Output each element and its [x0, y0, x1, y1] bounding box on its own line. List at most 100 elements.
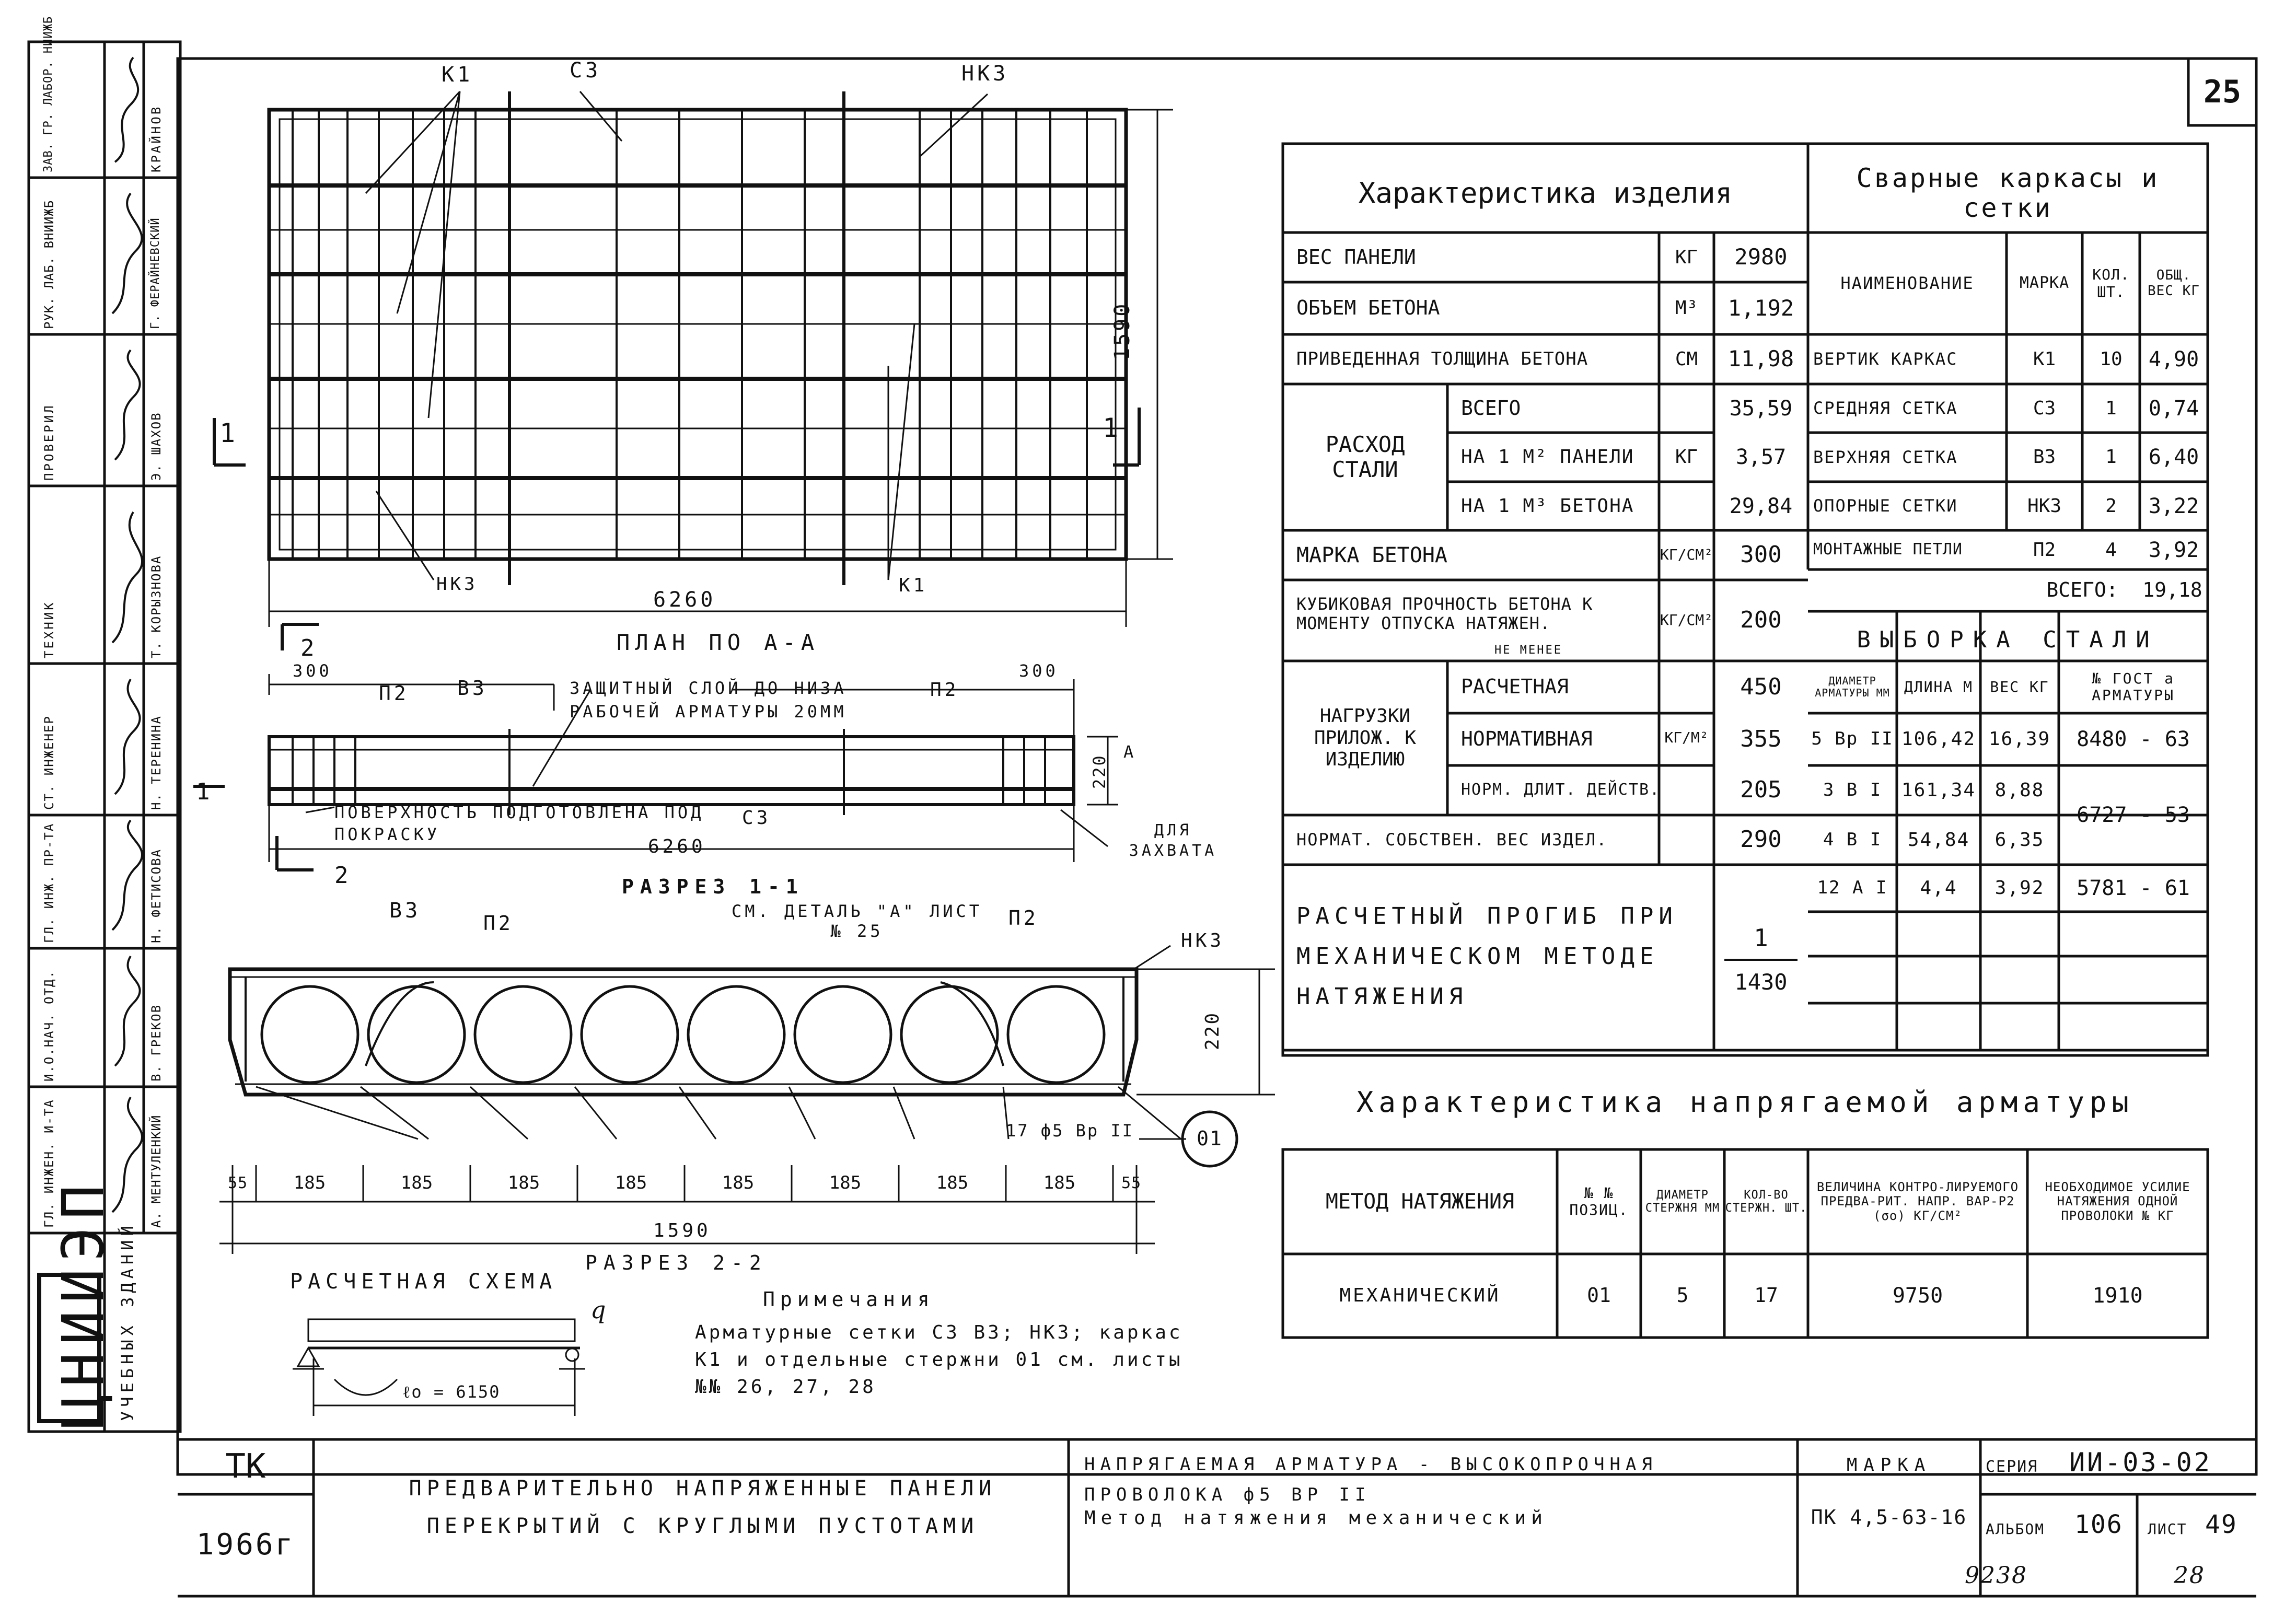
tensioned-header-method: МЕТОД НАТЯЖЕНИЯ [1325, 1190, 1515, 1214]
section1-detail-mark: А [1123, 742, 1137, 762]
welded-row-2-mark: С3 [2033, 397, 2056, 419]
steel-row-2-gost: 6727 - 53 [2077, 803, 2190, 827]
steel-row-1-diameter: 5 Вр II [1811, 728, 1894, 750]
plan-label-nk3-bottom: НК3 [436, 574, 478, 595]
row-unit-thickness: СМ [1675, 348, 1698, 370]
section1-mark-top: 2 [300, 635, 318, 661]
section1-dim-height: 220 [1089, 754, 1109, 789]
welded-row-5-weight: 3,92 [2148, 538, 2199, 562]
steel-sub-per-m3: НА 1 М³ БЕТОНА [1461, 495, 1634, 517]
steel-header-diameter: ДИАМЕТР АРМАТУРЫ ММ [1815, 675, 1890, 699]
tensioned-row-diameter: 5 [1676, 1284, 1689, 1307]
steel-unit: КГ [1675, 446, 1698, 468]
welded-row-1-qty: 10 [2100, 348, 2123, 370]
stamp-role-3: ГЛ. ИНЖ. ПР-ТА [42, 822, 56, 943]
stamp-name-8: КРАЙНОВ [149, 104, 164, 172]
title-year: 1966г [196, 1528, 295, 1562]
concrete-grade-unit: КГ/СМ² [1660, 546, 1713, 564]
section1-dim-300-right: 300 [1019, 661, 1059, 681]
footer-left-number: 9238 [1965, 1562, 2027, 1589]
welded-header-name: НАИМЕНОВАНИЕ [1840, 273, 1974, 294]
stamp-role-1: ГЛ. ИНЖЕН. И-ТА [42, 1099, 56, 1228]
deflection-numerator: 1 [1754, 923, 1768, 952]
steel-row-3-length: 54,84 [1907, 829, 1970, 851]
steel-header-gost: № ГОСТ а АРМАТУРЫ [2092, 669, 2175, 704]
plan-label-k1-top: К1 [442, 63, 473, 87]
section2-position-mark: 01 [1197, 1127, 1223, 1150]
section1-label-c3: С3 [742, 807, 771, 829]
stamp-name-3: Н. ФЕТИСОВА [149, 849, 164, 943]
welded-row-3-mark: В3 [2033, 446, 2056, 468]
welded-row-3-weight: 6,40 [2148, 445, 2199, 469]
stamp-name-6: Э. ШАХОВ [149, 412, 164, 481]
section1-label-p2-left: П2 [379, 682, 409, 705]
section2-dim-8: 185 [1043, 1172, 1076, 1194]
concrete-grade-label: МАРКА БЕТОНА [1296, 543, 1447, 567]
steel-row-4-length: 4,4 [1920, 877, 1957, 899]
section2-dim-5: 185 [722, 1172, 755, 1194]
section1-caption: РАЗРЕЗ 1-1 [622, 875, 804, 898]
deflection-fraction-bar [1724, 959, 1798, 961]
loads-value-calc: 450 [1740, 673, 1782, 700]
welded-table-title: Сварные каркасы и сетки [1856, 162, 2160, 223]
section2-detail-ref: СМ. ДЕТАЛЬ "А" ЛИСТ № 25 [731, 901, 983, 942]
steel-row-3-diameter: 4 В I [1823, 829, 1882, 850]
signatures-graphic [111, 56, 144, 1213]
row-unit-weight: КГ [1675, 246, 1698, 268]
stamp-org-sub: УЧЕБНЫХ ЗДАНИЙ [118, 1222, 137, 1421]
steel-row-2-diameter: 3 В I [1823, 779, 1882, 800]
section2-dim-6: 185 [829, 1172, 862, 1194]
section2-label-p2-right: П2 [1008, 906, 1039, 929]
welded-row-3-qty: 1 [2105, 446, 2117, 468]
section1-marker-left: 1 [196, 778, 213, 805]
section2-dim-total: 1590 [653, 1220, 711, 1241]
welded-row-1-weight: 4,90 [2148, 347, 2199, 371]
calc-scheme-drawing [293, 1318, 585, 1416]
loads-unit: КГ/М² [1664, 729, 1709, 747]
steel-row-3-weight: 6,35 [1994, 829, 2045, 851]
self-weight-value: 290 [1740, 826, 1782, 853]
title-album: 106 [2074, 1510, 2123, 1539]
sheet-frame [176, 57, 2258, 1476]
section1-surface-note: ПОВЕРХНОСТЬ ПОДГОТОВЛЕНА ПОД ПОКРАСКУ [334, 803, 704, 844]
stamp-name-4: Н. ТЕРЕНИНА [149, 715, 164, 810]
tensioned-table-title: Характеристика напрягаемой арматуры [1356, 1085, 2134, 1119]
welded-row-4-weight: 3,22 [2148, 494, 2199, 518]
tensioned-header-position: № № ПОЗИЦ. [1569, 1184, 1629, 1218]
plan-dim-width: 1590 [1110, 301, 1134, 361]
loads-value-norm: 355 [1740, 725, 1782, 752]
product-table-grid [1281, 142, 2209, 1339]
section2-rebar-note: 17 ф5 Вр II [1006, 1121, 1134, 1141]
title-mark: ПК 4,5-63-16 [1811, 1506, 1967, 1529]
section2-label-p2-left: П2 [483, 912, 514, 935]
section2-dim-9: 55 [1121, 1173, 1142, 1192]
deflection-label: РАСЧЕТНЫЙ ПРОГИБ ПРИ МЕХАНИЧЕСКОМ МЕТОДЕ… [1296, 902, 1678, 1010]
plan-label-k1-bottom: К1 [899, 575, 928, 596]
stamp-role-8: ЗАВ. ГР. ЛАБОР. НИИЖБ [42, 16, 55, 172]
welded-row-2-weight: 0,74 [2148, 396, 2199, 421]
plan-dim-length: 6260 [653, 588, 716, 612]
welded-row-4-name: ОПОРНЫЕ СЕТКИ [1813, 496, 1958, 516]
row-value-weight: 2980 [1734, 244, 1788, 270]
title-series: ИИ-03-02 [2069, 1447, 2212, 1478]
cube-strength-unit: КГ/СМ² [1660, 611, 1713, 629]
section2-dim-0: 55 [227, 1173, 248, 1192]
plan-label-nk3-top: НК3 [961, 62, 1009, 86]
welded-row-5-mark: П2 [2033, 539, 2056, 561]
section1-dim-300-left: 300 [293, 661, 332, 681]
steel-value-total: 35,59 [1729, 396, 1793, 421]
welded-total-value: 19,18 [2142, 578, 2202, 602]
deflection-denominator: 1430 [1734, 969, 1788, 995]
row-label-thickness: ПРИВЕДЕННАЯ ТОЛЩИНА БЕТОНА [1296, 348, 1588, 369]
sheet-number: 25 [2203, 73, 2242, 110]
stamp-role-4: СТ. ИНЖЕНЕР [42, 715, 56, 810]
tensioned-row-force: 1910 [2092, 1284, 2143, 1308]
title-album-label: АЛЬБОМ [1986, 1520, 2045, 1538]
welded-row-1-mark: К1 [2033, 348, 2056, 370]
cube-strength-note: НЕ МЕНЕЕ [1494, 644, 1562, 657]
title-tk: ТК [225, 1447, 266, 1486]
section1-label-p2-right: П2 [930, 679, 959, 701]
steel-row-2-weight: 8,88 [1994, 779, 2045, 801]
title-description: НАПРЯГАЕМАЯ АРМАТУРА - ВЫСОКОПРОЧНАЯ ПРО… [1084, 1454, 1657, 1505]
